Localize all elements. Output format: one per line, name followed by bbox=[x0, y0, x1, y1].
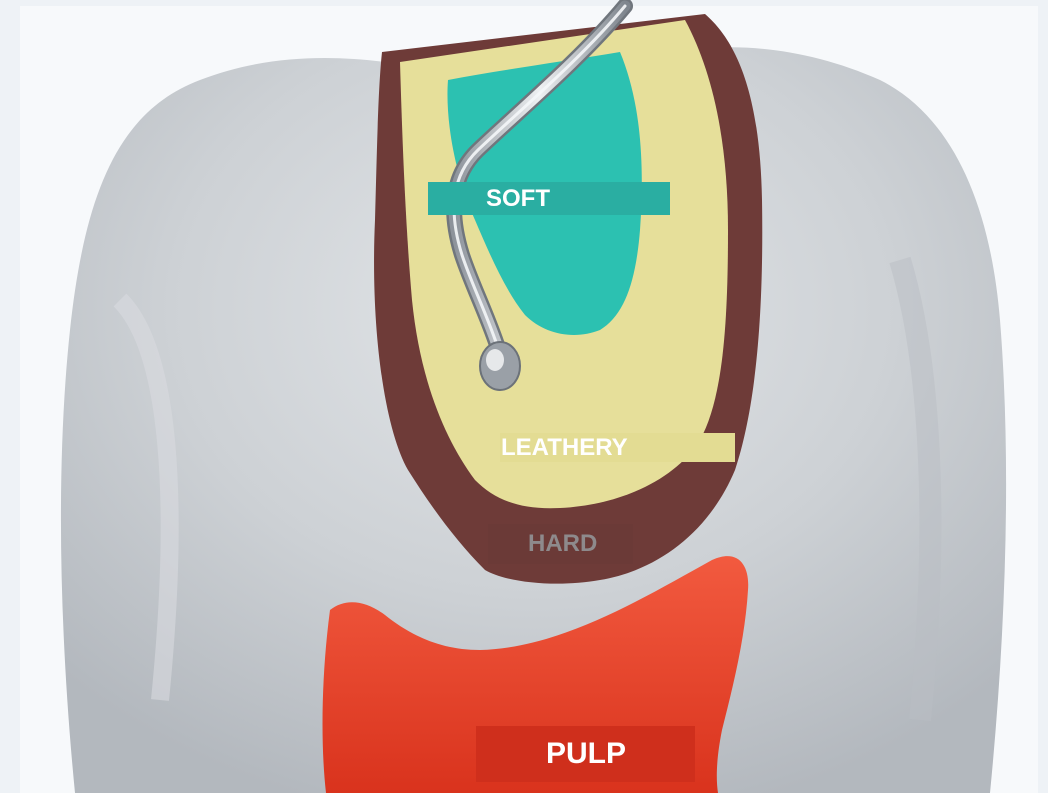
hard-label: HARD bbox=[488, 524, 633, 564]
leathery-label: LEATHERY bbox=[500, 433, 735, 462]
pulp-label: PULP bbox=[476, 726, 695, 782]
soft-label: SOFT bbox=[428, 182, 670, 215]
